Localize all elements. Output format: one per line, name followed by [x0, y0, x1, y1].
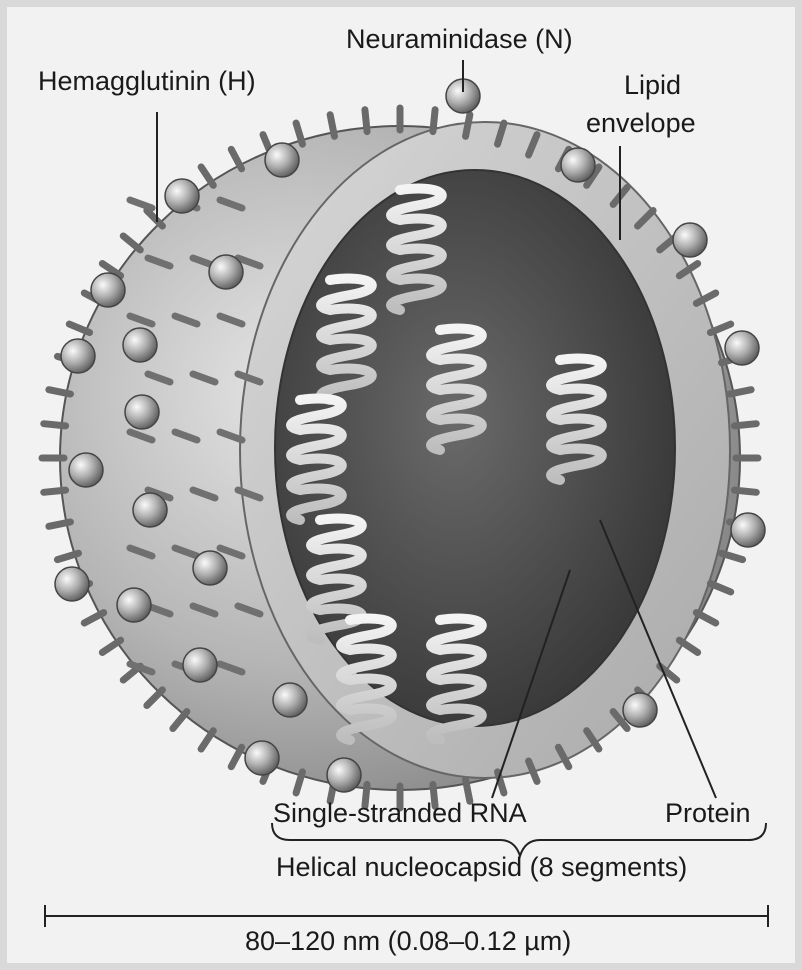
hemagglutinin-spike-icon	[44, 490, 66, 492]
neuraminidase-knob-icon	[193, 551, 227, 585]
hemagglutinin-spike-icon	[433, 110, 435, 132]
rna-label: Single-stranded RNA	[273, 800, 527, 827]
neuraminidase-knob-icon	[273, 683, 307, 717]
neuraminidase-knob-icon	[209, 255, 243, 289]
hemagglutinin-spike-icon	[710, 324, 730, 332]
hemagglutinin-spike-icon	[231, 149, 241, 168]
hemagglutinin-spike-icon	[147, 211, 163, 227]
hemagglutinin-spike-icon	[69, 324, 89, 332]
neuraminidase-knob-icon	[55, 567, 89, 601]
neuraminidase-knob-icon	[91, 273, 125, 307]
hemagglutinin-spike-icon	[466, 115, 470, 137]
neuraminidase-knob-icon	[327, 758, 361, 792]
hemagglutinin-spike-icon	[365, 110, 367, 132]
neuraminidase-knob-icon	[245, 741, 279, 775]
hemagglutinin-spike-icon	[201, 731, 213, 749]
neuraminidase-knob-icon	[123, 328, 157, 362]
hemagglutinin-spike-icon	[696, 613, 715, 623]
hemagglutinin-label: Hemagglutinin (H)	[38, 68, 256, 95]
hemagglutinin-spike-icon	[123, 236, 140, 250]
hemagglutinin-spike-icon	[49, 522, 71, 526]
neuraminidase-knob-icon	[183, 648, 217, 682]
neuraminidase-knob-icon	[117, 588, 151, 622]
neuraminidase-knob-icon	[69, 453, 103, 487]
virion-interior	[275, 170, 675, 726]
hemagglutinin-spike-icon	[231, 747, 241, 766]
neuraminidase-knob-icon	[265, 143, 299, 177]
hemagglutinin-spike-icon	[173, 712, 187, 729]
neuraminidase-knob-icon	[561, 148, 595, 182]
hemagglutinin-spike-icon	[147, 690, 163, 706]
neuraminidase-knob-icon	[673, 223, 707, 257]
nucleocapsid-label: Helical nucleocapsid (8 segments)	[276, 854, 687, 881]
hemagglutinin-spike-icon	[710, 584, 730, 592]
hemagglutinin-spike-icon	[84, 613, 103, 623]
hemagglutinin-spike-icon	[330, 115, 334, 137]
hemagglutinin-spike-icon	[130, 200, 152, 208]
neuraminidase-knob-icon	[133, 493, 167, 527]
hemagglutinin-spike-icon	[734, 424, 756, 426]
neuraminidase-knob-icon	[725, 331, 759, 365]
hemagglutinin-spike-icon	[102, 640, 120, 652]
neuraminidase-knob-icon	[61, 339, 95, 373]
neuraminidase-knob-icon	[125, 395, 159, 429]
hemagglutinin-spike-icon	[49, 390, 71, 394]
neuraminidase-label: Neuraminidase (N)	[346, 26, 573, 53]
hemagglutinin-spike-icon	[734, 490, 756, 492]
lipid-label-line2: envelope	[586, 110, 696, 137]
neuraminidase-knob-icon	[623, 693, 657, 727]
neuraminidase-knob-icon	[731, 513, 765, 547]
hemagglutinin-spike-icon	[201, 167, 213, 185]
hemagglutinin-spike-icon	[44, 424, 66, 426]
hemagglutinin-spike-icon	[730, 390, 752, 394]
scale-label: 80–120 nm (0.08–0.12 µm)	[245, 928, 571, 955]
lipid-label-line1: Lipid	[624, 72, 681, 99]
protein-label: Protein	[665, 800, 751, 827]
neuraminidase-knob-icon	[165, 179, 199, 213]
